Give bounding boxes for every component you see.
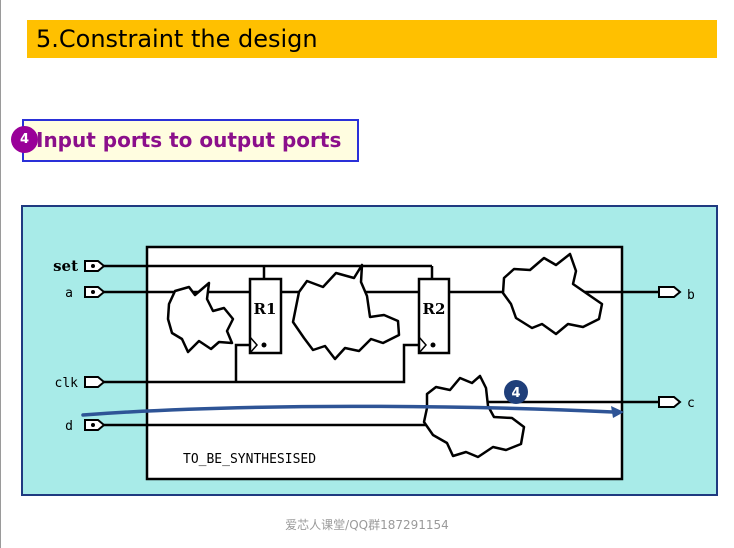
path-arrowhead — [611, 406, 624, 418]
path-number-badge-text: 4 — [511, 386, 520, 401]
logic-clouds — [166, 252, 604, 459]
path-number-badge — [504, 380, 528, 404]
r2-clock-triangle — [418, 336, 427, 354]
port-b — [658, 286, 682, 298]
port-c — [658, 396, 682, 408]
output-ports — [658, 286, 682, 408]
slide-title: 5.Constraint the design — [36, 25, 318, 53]
port-c-label: c — [687, 396, 695, 411]
port-d-label: d — [65, 419, 73, 434]
circuit-diagram: R1 R2 — [53, 245, 695, 481]
r1-clock-triangle — [249, 336, 258, 354]
clk-wire-r2 — [104, 343, 419, 384]
port-a — [84, 286, 106, 298]
r1-clock-dot — [261, 342, 267, 348]
input-ports — [84, 260, 106, 431]
clk-wire-r1 — [234, 343, 250, 382]
logic-cloud-1 — [166, 281, 235, 354]
path-arrow — [81, 404, 615, 417]
logic-cloud-4 — [422, 374, 526, 459]
register-r1: R1 — [248, 277, 283, 355]
register-r2-label: R2 — [423, 300, 446, 318]
subtitle-box: Input ports to output ports — [22, 119, 359, 162]
slide-title-bar: 5.Constraint the design — [27, 20, 717, 58]
port-set — [84, 260, 106, 272]
register-r2: R2 — [417, 277, 451, 355]
register-r1-label: R1 — [254, 300, 277, 318]
footer-watermark: 爱芯人课堂/QQ群187291154 — [285, 518, 449, 532]
subtitle-text: Input ports to output ports — [36, 128, 342, 152]
module-label: TO_BE_SYNTHESISED — [183, 452, 316, 467]
port-a-label: a — [65, 286, 73, 301]
port-clk-label: clk — [55, 376, 79, 391]
logic-cloud-3 — [501, 252, 604, 336]
slide-left-edge — [0, 0, 1, 548]
port-d — [84, 419, 106, 431]
port-set-label: set — [53, 257, 78, 275]
r2-clock-dot — [430, 342, 436, 348]
subtitle-number-badge: 4 — [11, 126, 38, 153]
diagram-panel: R1 R2 — [21, 205, 718, 496]
port-b-label: b — [687, 288, 695, 303]
logic-cloud-2 — [291, 263, 401, 361]
port-clk — [84, 376, 106, 388]
